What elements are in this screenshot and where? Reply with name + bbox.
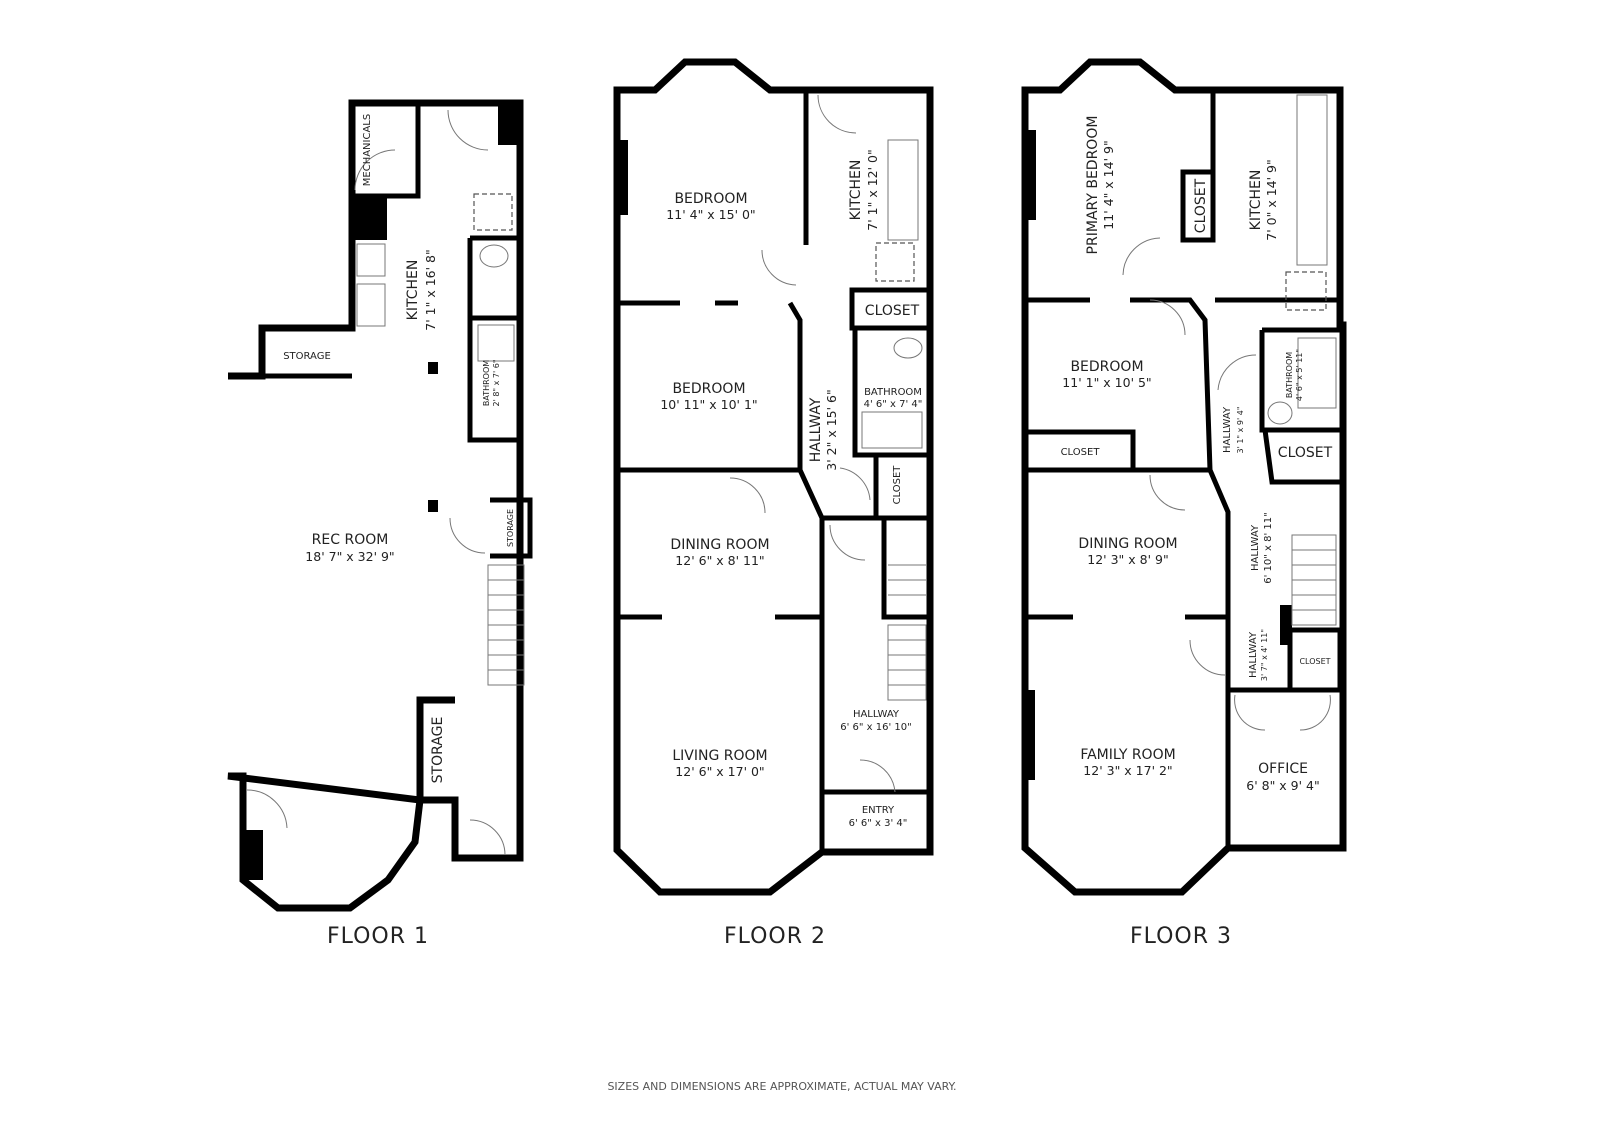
room-name: KITCHEN	[405, 260, 421, 321]
room-name: BEDROOM	[672, 381, 745, 397]
room-dims: 2' 8" x 7' 6"	[492, 359, 501, 406]
floor-1-plan: MECHANICALS KITCHEN 7' 1" x 16' 8" STORA…	[227, 99, 533, 949]
room-name: HALLWAY	[853, 709, 900, 720]
room-name: HALLWAY	[1222, 406, 1233, 453]
room-name: HALLWAY	[1250, 524, 1261, 571]
room-name: KITCHEN	[1248, 170, 1264, 231]
floor-label: FLOOR 2	[724, 924, 826, 949]
room-name: BATHROOM	[482, 360, 491, 406]
floor-1-outer-wall	[227, 99, 524, 912]
room-name: LIVING ROOM	[672, 748, 767, 764]
room-name: DINING ROOM	[670, 537, 769, 553]
disclaimer: SIZES AND DIMENSIONS ARE APPROXIMATE, AC…	[607, 1080, 956, 1093]
floor-2-interior-walls	[617, 90, 933, 852]
room-dims: 12' 3" x 17' 2"	[1083, 763, 1172, 778]
floor-3-outer-wall	[1021, 58, 1347, 896]
floor-2-plan: BEDROOM 11' 4" x 15' 0" KITCHEN 7' 1" x …	[613, 58, 934, 949]
room-name: BEDROOM	[674, 191, 747, 207]
room-dims: 12' 3" x 8' 9"	[1087, 552, 1168, 567]
room-name: CLOSET	[1061, 447, 1101, 458]
room-dims: 11' 1" x 10' 5"	[1062, 375, 1151, 390]
floor-label: FLOOR 3	[1130, 924, 1232, 949]
room-dims: 10' 11" x 10' 1"	[660, 397, 757, 412]
room-dims: 6' 6" x 3' 4"	[849, 818, 908, 829]
room-dims: 18' 7" x 32' 9"	[305, 549, 394, 564]
floor-3-plan: PRIMARY BEDROOM 11' 4" x 14' 9" CLOSET K…	[1021, 58, 1347, 949]
room-name: CLOSET	[1193, 178, 1209, 233]
room-dims: 6' 8" x 9' 4"	[1246, 778, 1319, 793]
room-name: REC ROOM	[312, 532, 389, 548]
room-name: BEDROOM	[1070, 359, 1143, 375]
room-name: STORAGE	[283, 351, 331, 362]
room-dims: 7' 1" x 16' 8"	[423, 249, 438, 330]
room-dims: 7' 1" x 12' 0"	[865, 149, 880, 230]
room-dims: 3' 7" x 4' 11"	[1260, 629, 1269, 681]
room-name: HALLWAY	[1248, 631, 1259, 678]
room-name: CLOSET	[1278, 445, 1333, 461]
room-dims: 12' 6" x 8' 11"	[675, 553, 764, 568]
floor-1-interior-walls	[262, 103, 533, 559]
room-name: PRIMARY BEDROOM	[1085, 116, 1101, 255]
room-name: OFFICE	[1258, 761, 1308, 777]
room-dims: 6' 10" x 8' 11"	[1263, 512, 1274, 584]
room-name: CLOSET	[892, 465, 903, 505]
floor-2-outer-wall	[613, 58, 934, 896]
room-name: CLOSET	[1299, 657, 1330, 666]
room-name: DINING ROOM	[1078, 536, 1177, 552]
floor-label: FLOOR 1	[327, 924, 429, 949]
room-dims: 11' 4" x 14' 9"	[1101, 140, 1116, 229]
room-dims: 3' 1" x 9' 4"	[1236, 406, 1245, 453]
room-name: FAMILY ROOM	[1080, 747, 1175, 763]
room-dims: 7' 0" x 14' 9"	[1264, 159, 1279, 240]
room-name: CLOSET	[865, 303, 920, 319]
room-name: BATHROOM	[864, 387, 922, 398]
room-name: STORAGE	[430, 717, 446, 784]
floor-3-interior-walls	[1025, 90, 1343, 848]
room-dims: 3' 2" x 15' 6"	[824, 389, 839, 470]
room-name: HALLWAY	[808, 397, 824, 462]
room-name: KITCHEN	[848, 160, 864, 221]
room-dims: 6' 6" x 16' 10"	[840, 722, 912, 733]
room-name: BATHROOM	[1285, 352, 1294, 398]
room-dims: 11' 4" x 15' 0"	[666, 207, 755, 222]
room-dims: 4' 6" x 5' 11"	[1295, 349, 1304, 401]
room-name: MECHANICALS	[362, 114, 373, 186]
room-dims: 4' 6" x 7' 4"	[864, 399, 923, 410]
room-dims: 12' 6" x 17' 0"	[675, 764, 764, 779]
room-name: ENTRY	[862, 805, 895, 816]
room-name: STORAGE	[506, 509, 515, 547]
